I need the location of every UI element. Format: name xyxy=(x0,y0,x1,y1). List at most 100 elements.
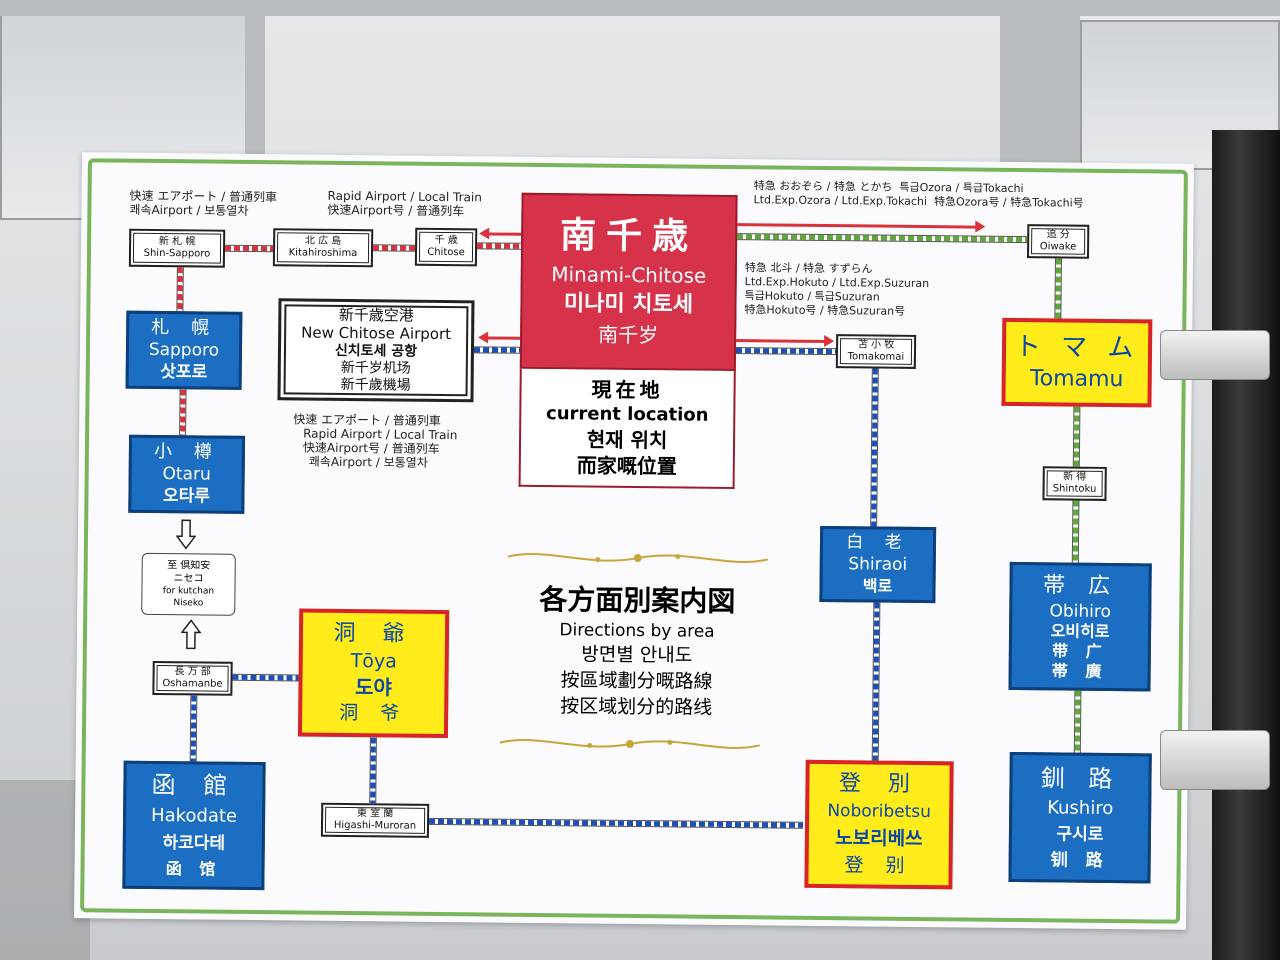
loc-yue: 而家嘅位置 xyxy=(576,453,677,479)
station-tomamu: ト マ ム Tomamu xyxy=(1001,317,1153,408)
station-en: Oiwake xyxy=(1039,241,1077,253)
note-line: 快速Airport号 / 普通列车 xyxy=(327,202,465,219)
track-red xyxy=(225,244,274,253)
poster-clip-bottom xyxy=(1160,730,1270,790)
station-ja: 苫 小 牧 xyxy=(857,339,895,351)
airport-note: 快速 エアポート / 普通列車 Rapid Airport / Local Tr… xyxy=(293,412,458,470)
tomamu-en: Tomamu xyxy=(1029,366,1124,393)
kushiro-en: Kushiro xyxy=(1047,797,1114,820)
station-ja: 新 得 xyxy=(1063,471,1087,483)
down-arrow-icon xyxy=(175,519,197,550)
track-red xyxy=(179,389,187,436)
noboribetsu-ko: 노보리베쓰 xyxy=(835,827,923,851)
guide-title: 各方面別案内図 Directions by area 방면별 안내도 按區域劃分… xyxy=(486,574,788,727)
shiraoi-ja: 白 老 xyxy=(846,532,910,553)
station-ja: 新 札 幌 xyxy=(158,236,196,248)
arrow-to-sapporo xyxy=(487,232,522,236)
kushiro-zh: 钏 路 xyxy=(1050,850,1109,871)
current-station-minami-chitose: 南千歳 Minami-Chitose 미나미 치토세 南千岁 xyxy=(519,192,738,372)
station-shiraoi: 白 老 Shiraoi 백로 xyxy=(819,525,937,604)
tomamu-ja: ト マ ム xyxy=(1014,331,1140,364)
current-name-ja: 南千歳 xyxy=(559,215,699,258)
shiraoi-en: Shiraoi xyxy=(848,554,908,575)
current-name-zh: 南千岁 xyxy=(598,322,659,348)
track-blue xyxy=(473,346,521,354)
airport-ja: 新千歳空港 xyxy=(338,305,414,325)
airport-zh-s: 新千岁机场 xyxy=(340,359,411,377)
guide-ko: 방면별 안내도 xyxy=(581,643,693,667)
station-ja: 千 歳 xyxy=(434,234,458,247)
top-left-note: 快速 エアポート / 普通列車 쾌속Airport / 보통열차 xyxy=(129,189,277,219)
obihiro-zh-t: 帯 廣 xyxy=(1051,661,1108,681)
arrow-to-airport xyxy=(486,336,521,340)
station-kitahiroshima: 北 広 島 Kitahiroshima xyxy=(272,228,374,268)
airport-en: New Chitose Airport xyxy=(301,323,452,344)
toya-ja: 洞 爺 xyxy=(333,620,415,647)
loc-ko: 현재 위치 xyxy=(586,427,668,453)
guide-ja: 各方面別案内図 xyxy=(539,583,736,619)
note-part: 特急 おおぞら / 特急 とかち xyxy=(753,179,893,194)
sapporo-ko: 삿포로 xyxy=(160,362,208,383)
station-en: Higashi-Muroran xyxy=(333,819,417,832)
obihiro-ko: 오비히로 xyxy=(1050,621,1110,641)
noboribetsu-ja: 登 別 xyxy=(838,771,921,798)
hakodate-ja: 函 館 xyxy=(151,770,238,800)
otaru-en: Otaru xyxy=(162,464,211,485)
track-blue xyxy=(232,673,299,682)
route-guide-poster: 快速 エアポート / 普通列車 쾌속Airport / 보통열차 Rapid A… xyxy=(74,152,1194,930)
hakodate-en: Hakodate xyxy=(151,804,238,827)
guide-en: Directions by area xyxy=(559,620,715,642)
station-en: Oshamanbe xyxy=(162,678,223,690)
note-line: 쾌속Airport / 보통열차 xyxy=(308,454,428,470)
background-black-pole xyxy=(1212,130,1280,960)
track-green xyxy=(1073,690,1082,753)
toya-zh: 洞 爷 xyxy=(339,701,408,725)
track-red xyxy=(477,242,522,250)
top-mid-note: Rapid Airport / Local Train 快速Airport号 /… xyxy=(327,189,482,219)
background-frame-pillar-left xyxy=(245,0,265,170)
note-line: 쾌속Airport / 보통열차 xyxy=(129,202,249,218)
track-green xyxy=(1071,500,1080,563)
otaru-ko: 오타루 xyxy=(162,486,210,507)
hakodate-ko: 하코다테 xyxy=(162,833,226,854)
toya-en: Tōya xyxy=(350,650,397,673)
note-part: Ltd.Exp.Ozora / Ltd.Exp.Tokachi xyxy=(753,193,928,209)
station-kushiro: 釧 路 Kushiro 구시로 钏 路 xyxy=(1008,751,1152,884)
kushiro-ja: 釧 路 xyxy=(1040,764,1121,794)
station-en: Shin-Sapporo xyxy=(143,247,211,260)
track-blue xyxy=(369,737,377,804)
current-location-label: 現在地 current location 현재 위치 而家嘅位置 xyxy=(518,368,736,490)
station-noboribetsu: 登 別 Noboribetsu 노보리베쓰 登 别 xyxy=(804,759,954,890)
station-shintoku: 新 得 Shintoku xyxy=(1042,466,1107,501)
ornament-bottom-icon xyxy=(490,733,770,756)
station-en: Chitose xyxy=(427,246,465,259)
new-chitose-airport: 新千歳空港 New Chitose Airport 신치토세 공항 新千岁机场 … xyxy=(277,298,475,403)
station-ja: 追 分 xyxy=(1046,229,1070,241)
obihiro-en: Obihiro xyxy=(1049,601,1112,622)
station-en: Shintoku xyxy=(1052,483,1097,495)
kutchan-line: ニセコ xyxy=(173,573,204,585)
airport-ko: 신치토세 공항 xyxy=(334,342,418,360)
station-ja: 東 室 蘭 xyxy=(356,808,394,820)
station-hakodate: 函 館 Hakodate 하코다테 函 馆 xyxy=(122,760,266,891)
station-toya: 洞 爺 Tōya 도야 洞 爷 xyxy=(297,608,450,739)
note-line: 特急Hokuto号 / 特急Suzuran号 xyxy=(744,303,906,318)
obihiro-ja: 帯 広 xyxy=(1042,573,1119,600)
station-tomakomai: 苫 小 牧 Tomakomai xyxy=(835,334,917,369)
track-blue xyxy=(735,347,837,356)
hokuto-note: 特急 北斗 / 特急 すずらん Ltd.Exp.Hokuto / Ltd.Exp… xyxy=(744,261,929,319)
background-frame-pillar-right xyxy=(1000,0,1080,170)
kutchan-line: for kutchan xyxy=(162,586,215,597)
ornament-top-icon xyxy=(498,547,778,570)
kutchan-line: Niseko xyxy=(173,598,204,609)
poster-clip-top xyxy=(1160,330,1270,380)
station-en: Tomakomai xyxy=(847,351,905,363)
sapporo-en: Sapporo xyxy=(148,339,220,361)
kutchan-line: 至 倶知安 xyxy=(167,560,211,572)
track-green xyxy=(1072,406,1081,467)
up-arrow-icon xyxy=(180,619,202,650)
guide-yue: 按區域劃分嘅路線 xyxy=(560,669,713,693)
station-shin-sapporo: 新 札 幌 Shin-Sapporo xyxy=(128,228,226,268)
sapporo-ja: 札 幌 xyxy=(151,316,218,339)
kutchan-niseko-sign: 至 倶知安 ニセコ for kutchan Niseko xyxy=(141,552,236,616)
